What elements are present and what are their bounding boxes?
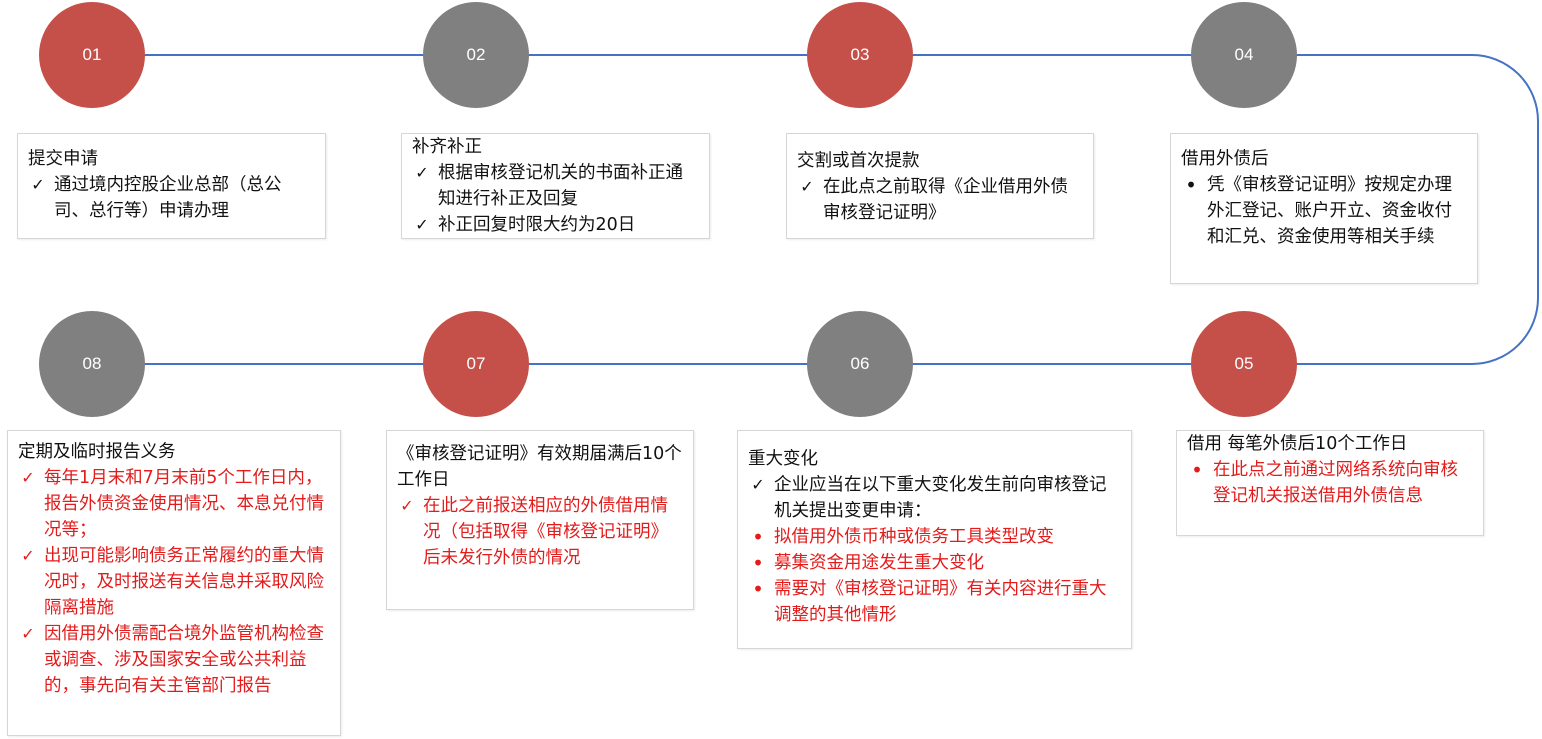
step-number: 06 [850, 354, 870, 373]
step-number: 01 [82, 45, 102, 64]
step-box-04: 借用外债后 凭《审核登记证明》按规定办理外汇登记、账户开立、资金收付和汇兑、资金… [1170, 133, 1478, 284]
step-box-06: 重大变化 企业应当在以下重大变化发生前向审核登记机关提出变更申请： 拟借用外债币… [737, 430, 1132, 649]
step-item: 在此之前报送相应的外债借用情况（包括取得《审核登记证明》后未发行外债的情况 [397, 493, 683, 571]
step-items: 企业应当在以下重大变化发生前向审核登记机关提出变更申请： 拟借用外债币种或债务工… [748, 472, 1121, 628]
step-box-05: 借用 每笔外债后10个工作日 在此点之前通过网络系统向审核登记机关报送借用外债信… [1176, 430, 1484, 536]
step-item: 在此点之前取得《企业借用外债审核登记证明》 [797, 174, 1083, 226]
step-box-01: 提交申请 通过境内控股企业总部（总公司、总行等）申请办理 [17, 133, 326, 239]
step-item: 拟借用外债币种或债务工具类型改变 [748, 524, 1121, 550]
step-items: 根据审核登记机关的书面补正通知进行补正及回复 补正回复时限大约为20日 [412, 160, 699, 238]
step-title: 补齐补正 [412, 137, 482, 157]
step-node-07: 07 [423, 311, 529, 417]
step-node-03: 03 [807, 2, 913, 108]
step-item: 出现可能影响债务正常履约的重大情况时，及时报送有关信息并采取风险隔离措施 [18, 543, 330, 621]
step-item: 通过境内控股企业总部（总公司、总行等）申请办理 [28, 172, 315, 224]
step-item: 根据审核登记机关的书面补正通知进行补正及回复 [412, 160, 699, 212]
step-items: 每年1月末和7月末前5个工作日内，报告外债资金使用情况、本息兑付情况等； 出现可… [18, 465, 330, 699]
step-item: 补正回复时限大约为20日 [412, 212, 699, 238]
step-item: 每年1月末和7月末前5个工作日内，报告外债资金使用情况、本息兑付情况等； [18, 465, 330, 543]
step-node-06: 06 [807, 311, 913, 417]
step-title: 交割或首次提款 [797, 151, 920, 171]
step-items: 在此点之前取得《企业借用外债审核登记证明》 [797, 174, 1083, 226]
step-item: 募集资金用途发生重大变化 [748, 550, 1121, 576]
step-items: 通过境内控股企业总部（总公司、总行等）申请办理 [28, 172, 315, 224]
step-number: 04 [1234, 45, 1254, 64]
step-node-02: 02 [423, 2, 529, 108]
step-node-05: 05 [1191, 311, 1297, 417]
step-number: 02 [466, 45, 486, 64]
step-node-01: 01 [39, 2, 145, 108]
step-title: 定期及临时报告义务 [18, 442, 176, 462]
step-items: 在此点之前通过网络系统向审核登记机关报送借用外债信息 [1187, 457, 1473, 509]
step-number: 03 [850, 45, 870, 64]
step-number: 08 [82, 354, 102, 373]
step-box-03: 交割或首次提款 在此点之前取得《企业借用外债审核登记证明》 [786, 133, 1094, 239]
step-item: 凭《审核登记证明》按规定办理外汇登记、账户开立、资金收付和汇兑、资金使用等相关手… [1181, 172, 1467, 250]
step-item: 企业应当在以下重大变化发生前向审核登记机关提出变更申请： [748, 472, 1121, 524]
step-title: 借用外债后 [1181, 149, 1269, 169]
timeline-path [92, 54, 1539, 365]
step-title: 《审核登记证明》有效期届满后10个工作日 [397, 444, 682, 490]
step-number: 07 [466, 354, 486, 373]
step-item: 在此点之前通过网络系统向审核登记机关报送借用外债信息 [1187, 457, 1473, 509]
step-box-08: 定期及临时报告义务 每年1月末和7月末前5个工作日内，报告外债资金使用情况、本息… [7, 430, 341, 736]
step-items: 在此之前报送相应的外债借用情况（包括取得《审核登记证明》后未发行外债的情况 [397, 493, 683, 571]
step-item: 因借用外债需配合境外监管机构检查或调查、涉及国家安全或公共利益的，事先向有关主管… [18, 621, 330, 699]
step-box-07: 《审核登记证明》有效期届满后10个工作日 在此之前报送相应的外债借用情况（包括取… [386, 430, 694, 610]
step-number: 05 [1234, 354, 1254, 373]
step-box-02: 补齐补正 根据审核登记机关的书面补正通知进行补正及回复 补正回复时限大约为20日 [401, 133, 710, 239]
step-node-04: 04 [1191, 2, 1297, 108]
step-items: 凭《审核登记证明》按规定办理外汇登记、账户开立、资金收付和汇兑、资金使用等相关手… [1181, 172, 1467, 250]
step-item: 需要对《审核登记证明》有关内容进行重大调整的其他情形 [748, 576, 1121, 628]
step-title: 借用 每笔外债后10个工作日 [1187, 434, 1408, 454]
step-title: 重大变化 [748, 449, 818, 469]
step-title: 提交申请 [28, 149, 98, 169]
step-node-08: 08 [39, 311, 145, 417]
